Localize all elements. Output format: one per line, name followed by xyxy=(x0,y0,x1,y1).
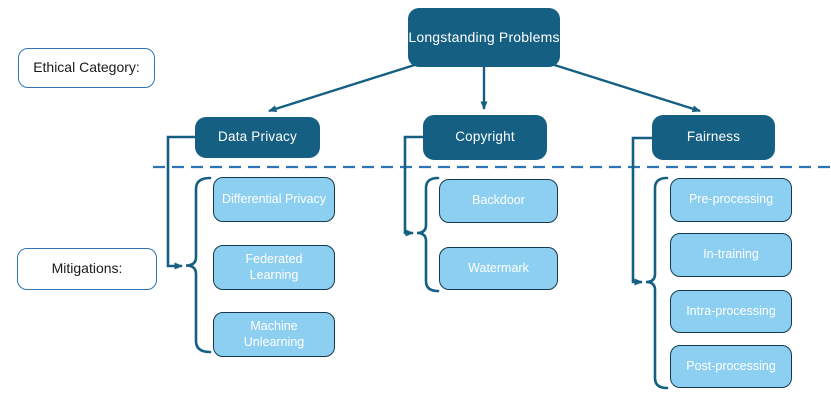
node-federated-learning: Federated Learning xyxy=(213,245,335,290)
row-label-ethical-category-text: Ethical Category: xyxy=(33,59,140,76)
node-pre-processing: Pre-processing xyxy=(670,178,792,222)
node-copyright: Copyright xyxy=(423,115,547,160)
elbow-fairness-to-mitigations xyxy=(631,136,652,286)
node-intra-processing-label: Intra-processing xyxy=(686,303,776,318)
arrow-root-to-fairness xyxy=(544,60,701,113)
elbow-copyright-to-mitigations xyxy=(403,135,423,237)
node-in-training: In-training xyxy=(670,233,792,277)
brace-data-privacy-group xyxy=(185,176,212,354)
node-watermark-label: Watermark xyxy=(468,260,529,275)
brace-fairness-group xyxy=(645,176,669,390)
node-post-processing-label: Post-processing xyxy=(686,358,776,373)
row-label-mitigations: Mitigations: xyxy=(17,248,157,290)
node-post-processing: Post-processing xyxy=(670,345,792,388)
node-differential-privacy-label: Differential Privacy xyxy=(222,191,326,206)
node-longstanding-problems-label: Longstanding Problems xyxy=(408,28,560,45)
node-machine-unlearning: Machine Unlearning xyxy=(213,312,335,357)
node-pre-processing-label: Pre-processing xyxy=(688,192,774,207)
elbow-data-privacy-to-mitigations xyxy=(166,135,195,270)
row-label-mitigations-text: Mitigations: xyxy=(51,260,123,277)
node-watermark: Watermark xyxy=(439,247,558,290)
row-label-ethical-category: Ethical Category: xyxy=(18,48,155,88)
node-backdoor-label: Backdoor xyxy=(472,193,525,208)
arrow-root-to-data-privacy xyxy=(268,60,425,113)
node-data-privacy: Data Privacy xyxy=(195,117,320,158)
node-fairness-label: Fairness xyxy=(686,129,741,145)
brace-copyright-group xyxy=(416,176,440,293)
node-copyright-label: Copyright xyxy=(455,129,515,145)
node-in-training-label: In-training xyxy=(703,247,759,262)
node-data-privacy-label: Data Privacy xyxy=(218,129,297,145)
node-federated-learning-label: Federated Learning xyxy=(245,251,303,282)
node-machine-unlearning-label: Machine Unlearning xyxy=(243,318,305,349)
node-longstanding-problems: Longstanding Problems xyxy=(408,8,560,67)
node-backdoor: Backdoor xyxy=(439,179,558,223)
node-fairness: Fairness xyxy=(652,115,775,160)
node-intra-processing: Intra-processing xyxy=(670,290,792,333)
node-differential-privacy: Differential Privacy xyxy=(213,177,335,222)
